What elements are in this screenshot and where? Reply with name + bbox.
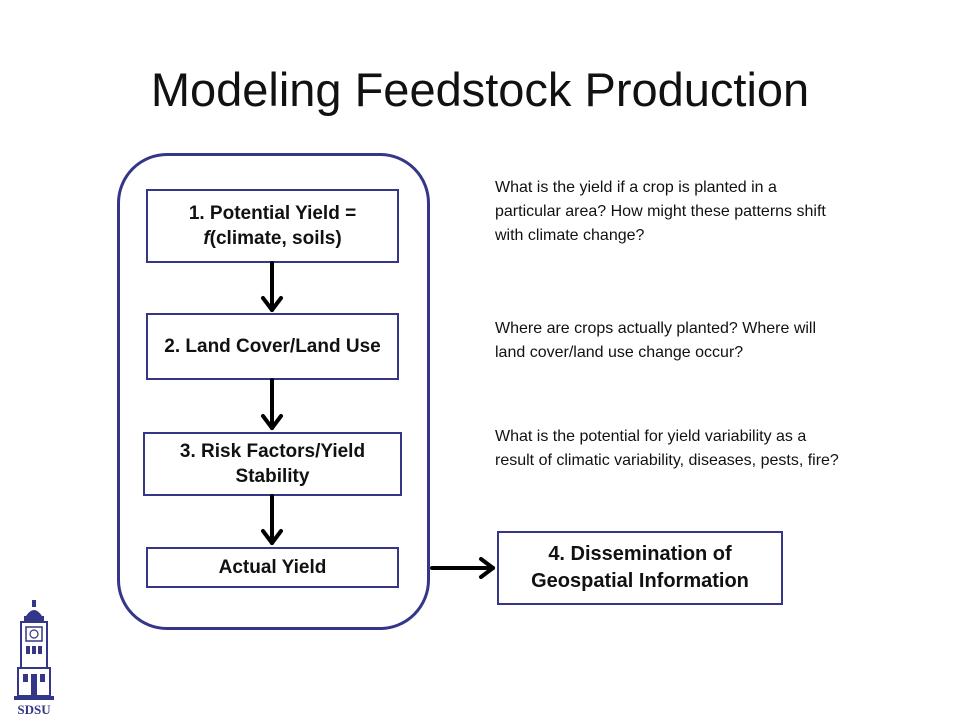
function-symbol: f: [203, 228, 210, 249]
risk-factors-label: 3. Risk Factors/Yield Stability: [179, 441, 366, 487]
actual-yield-label: Actual Yield: [218, 557, 327, 578]
actual-yield-box: Actual Yield: [146, 547, 399, 588]
flow-container: [117, 153, 430, 630]
description-risk: What is the potential for yield variabil…: [495, 428, 839, 469]
arrow-to-dissemination: [430, 557, 495, 579]
potential-yield-line1: 1. Potential Yield =: [188, 203, 357, 224]
description-yield: What is the yield if a crop is planted i…: [495, 179, 826, 244]
dissemination-box: 4. Dissemination of Geospatial Informati…: [497, 531, 783, 605]
risk-factors-box: 3. Risk Factors/Yield Stability: [143, 432, 402, 496]
slide-title: Modeling Feedstock Production: [150, 63, 810, 116]
dissemination-label: 4. Dissemination of Geospatial Informati…: [531, 543, 749, 592]
logo-text: SDSU: [17, 702, 51, 717]
land-cover-box: 2. Land Cover/Land Use: [146, 313, 399, 380]
land-cover-label: 2. Land Cover/Land Use: [164, 336, 381, 357]
potential-yield-box: 1. Potential Yield = f(climate, soils): [146, 189, 399, 263]
sdsu-logo: SDSU: [14, 600, 54, 717]
description-land-cover: Where are crops actually planted? Where …: [495, 320, 817, 361]
potential-yield-line2: (climate, soils): [209, 228, 342, 249]
